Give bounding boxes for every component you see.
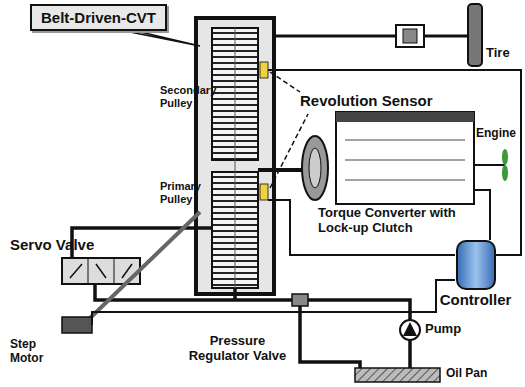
part-label: Engine — [476, 127, 522, 141]
output-drive — [274, 4, 482, 66]
title-callout: Belt-Driven-CVT — [30, 4, 167, 31]
part-label: Step Motor — [10, 338, 60, 366]
revolution-sensor — [260, 62, 268, 78]
part-label: Torque Converter with Lock-up Clutch — [318, 206, 470, 236]
part-label: Secondary Pulley — [160, 84, 210, 109]
step-motor — [62, 317, 92, 333]
controller-unit: Controller — [428, 240, 523, 308]
pump-symbol — [400, 320, 420, 340]
part-label: Servo Valve — [10, 236, 110, 253]
controller-box — [456, 240, 496, 290]
part-label: Tire — [486, 46, 520, 61]
part-label: Revolution Sensor — [300, 92, 460, 109]
signal-wire — [92, 70, 521, 325]
engine — [258, 112, 508, 204]
callout-pointer — [120, 30, 200, 46]
oil-line — [72, 228, 410, 368]
part-label: Primary Pulley — [160, 180, 210, 205]
part-label: Pump — [425, 322, 475, 337]
node-label: Controller — [428, 291, 523, 308]
pressure-regulator-valve — [292, 294, 308, 306]
oil-pan — [355, 368, 440, 382]
cvt-housing — [196, 18, 274, 294]
part-label: Oil Pan — [446, 367, 506, 381]
title-text: Belt-Driven-CVT — [32, 6, 165, 29]
pump-symbol — [403, 322, 417, 336]
revolution-sensor — [260, 184, 268, 200]
pulley-belt — [212, 28, 258, 288]
feedback-link — [88, 212, 200, 320]
part-label: Pressure Regulator Valve — [180, 334, 295, 364]
